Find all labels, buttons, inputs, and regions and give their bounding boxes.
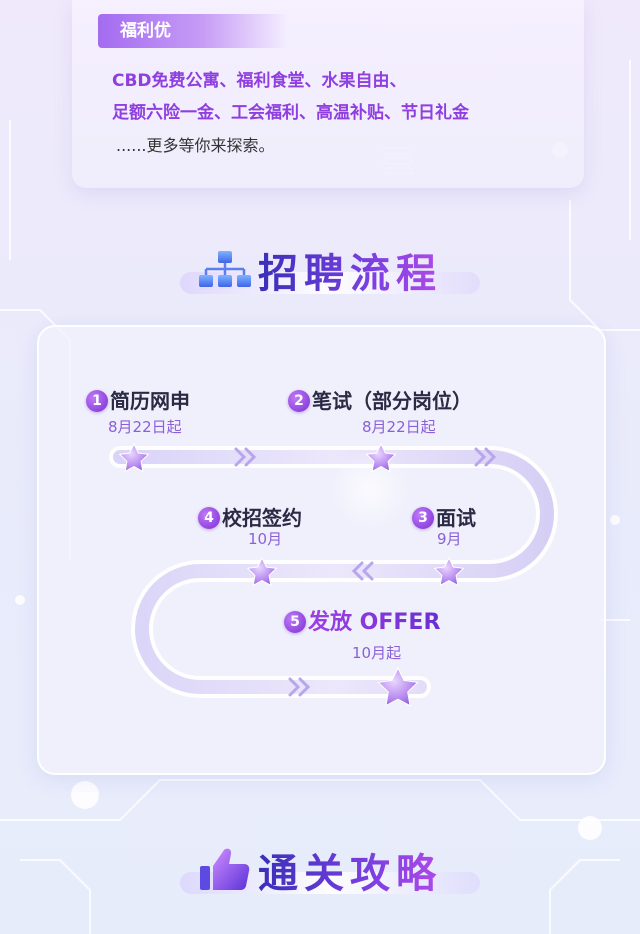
step-2-date: 8月22日起 [362,418,436,436]
chevron-right-icon [474,447,497,467]
process-title: 招聘流程 [198,240,442,300]
tips-title: 通关攻略 [198,840,442,900]
chevron-left-icon [351,561,374,581]
star-icon [377,666,419,707]
org-chart-icon [199,251,251,287]
star-icon [118,442,150,473]
star-icon [246,556,278,587]
benefits-line-1: CBD免费公寓、福利食堂、水果自由、 [112,71,407,91]
step-number: 3 [412,507,434,529]
step-label: 校招签约 [222,506,302,530]
benefits-more: ......更多等你来探索。 [116,136,275,155]
benefits-tag: 福利优 [98,14,288,48]
step-label: 笔试（部分岗位） [312,389,472,413]
tips-title-highlight [180,872,480,894]
step-number: 4 [198,507,220,529]
step-1-date: 8月22日起 [108,418,182,436]
step-5-date: 10月起 [352,644,402,662]
thumbs-up-icon [200,848,250,890]
chevron-right-icon [234,447,257,467]
chevron-right-icon [288,677,311,697]
star-icon [433,556,465,587]
step-number: 2 [288,390,310,412]
step-number: 1 [86,390,108,412]
process-title-text: 招聘流程 [258,241,442,299]
process-title-highlight [180,272,480,294]
benefits-line-2: 足额六险一金、工会福利、高温补贴、节日礼金 [112,103,469,123]
step-label: 发放 OFFER [308,610,441,635]
process-panel [37,325,606,775]
star-icon [365,442,397,473]
step-label: 简历网申 [110,389,190,413]
tips-title-text: 通关攻略 [258,841,442,899]
step-3-date: 9月 [437,530,462,548]
step-4-date: 10月 [248,530,283,548]
step-number: 5 [284,611,306,633]
step-label: 面试 [436,506,476,530]
